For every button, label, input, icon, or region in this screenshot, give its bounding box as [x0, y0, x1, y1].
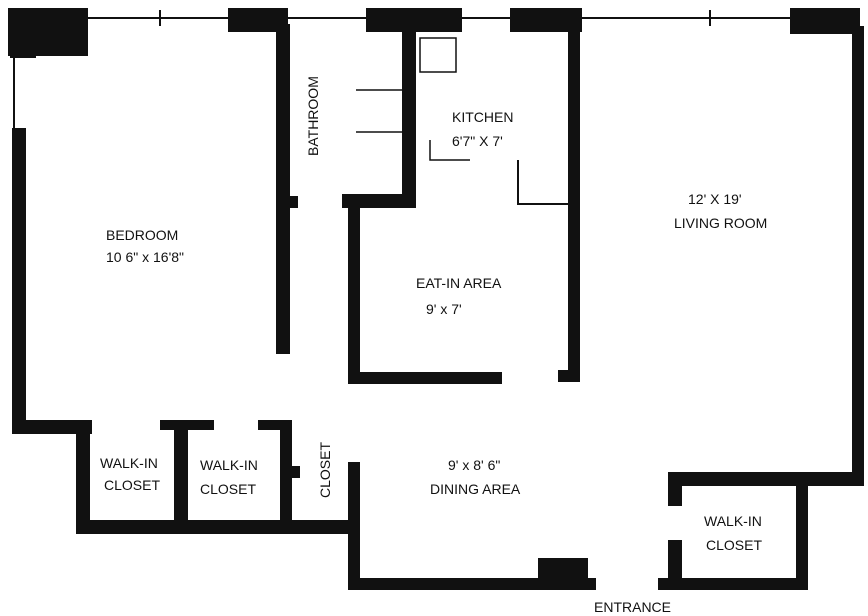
- walk-in-closet-3-line2: CLOSET: [706, 537, 762, 553]
- kitchen-counter-edge: [517, 160, 568, 205]
- bedroom-partition: [276, 24, 298, 354]
- kitchen-living-wall: [568, 24, 580, 382]
- top-exterior-wall: [8, 8, 860, 56]
- dining-left-wall: [348, 528, 360, 590]
- entrance-label: ENTRANCE: [594, 599, 671, 615]
- bathroom-bottom-wall: [342, 194, 416, 208]
- bathroom-right-wall: [402, 24, 416, 200]
- kitchen-counter: [419, 37, 457, 73]
- closet-door-stop: [292, 466, 300, 478]
- bedroom-size: 10 6" x 16'8": [106, 249, 184, 265]
- closet-divider-cap: [160, 420, 214, 430]
- closet2-right-wall: [280, 420, 292, 530]
- eat-in-area-name: EAT-IN AREA: [416, 275, 502, 291]
- eat-in-left-wall: [348, 196, 360, 382]
- living-room-name: LIVING ROOM: [674, 215, 767, 231]
- bedroom-bottom-wall-left: [12, 420, 92, 434]
- left-wall: [12, 128, 26, 434]
- dining-bottom-wall: [348, 578, 596, 590]
- right-wall: [852, 26, 864, 486]
- left-exterior-wall: [10, 40, 92, 434]
- bedroom-right-wall: [276, 24, 290, 354]
- walk-in-closet-2-line2: CLOSET: [200, 481, 256, 497]
- closet2-top-right-wall: [258, 420, 292, 430]
- eat-in-walls: [348, 196, 580, 384]
- walk-in-closet-3-line1: WALK-IN: [704, 513, 762, 529]
- dining-walls: [348, 472, 808, 590]
- closet-right-wall: [348, 462, 360, 534]
- closets-bottom-wall: [76, 520, 358, 534]
- closet3-left-wall-top: [668, 472, 682, 506]
- closet-divider-wall: [174, 420, 188, 530]
- walk-in-closet-1-line1: WALK-IN: [100, 455, 158, 471]
- living-room-left-wall: [568, 24, 580, 382]
- closet3-right-wall: [796, 480, 808, 590]
- kitchen-size: 6'7" X 7': [452, 133, 503, 149]
- kitchen-fixture: [429, 140, 470, 161]
- living-room-size: 12' X 19': [688, 191, 742, 207]
- left-wall-cap: [10, 40, 36, 58]
- entrance-block: [538, 558, 588, 590]
- walk-in-closets-left: [76, 420, 360, 534]
- dining-area-size: 9' x 8' 6": [448, 457, 500, 473]
- bathroom-name: BATHROOM: [305, 76, 321, 156]
- eat-in-area-size: 9' x 7': [426, 301, 462, 317]
- kitchen-name: KITCHEN: [452, 109, 513, 125]
- eat-in-bottom-right-stub: [558, 370, 580, 382]
- closet3-bottom-wall: [658, 578, 808, 590]
- right-exterior-wall: [668, 26, 864, 486]
- living-room-bottom-wall: [668, 472, 864, 486]
- walk-in-closet-1-line2: CLOSET: [104, 477, 160, 493]
- closet3-left-wall-bottom: [668, 540, 682, 590]
- bedroom-name: BEDROOM: [106, 227, 178, 243]
- bathroom-kitchen-walls: [342, 24, 568, 208]
- closet-name: CLOSET: [317, 442, 333, 498]
- dining-area-name: DINING AREA: [430, 481, 521, 497]
- closet1-left-wall: [76, 420, 90, 530]
- walk-in-closet-2-line1: WALK-IN: [200, 457, 258, 473]
- door-stop: [290, 196, 298, 208]
- eat-in-bottom-wall: [348, 372, 502, 384]
- corner-block-top-right: [790, 8, 860, 34]
